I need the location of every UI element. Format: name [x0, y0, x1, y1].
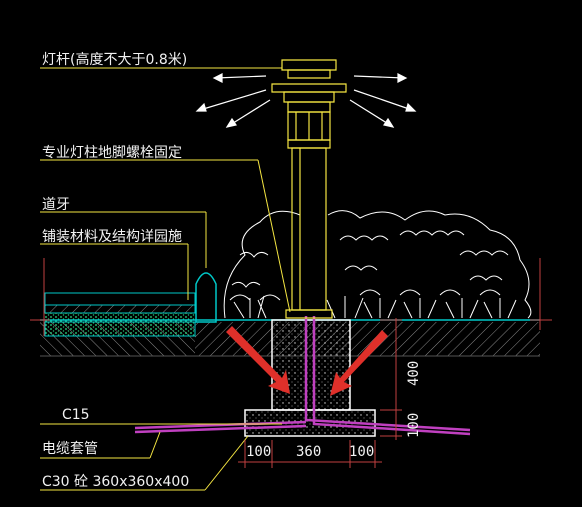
label-c30: C30 砼 360x360x400	[42, 474, 189, 490]
dim-base: 100	[406, 413, 422, 438]
lamp-post	[271, 59, 347, 319]
section-edges	[30, 258, 552, 336]
label-anchor-bolt: 专业灯柱地脚螺栓固定	[42, 145, 182, 161]
curb-stone	[195, 272, 217, 323]
label-paving: 铺装材料及结构详园施	[42, 229, 182, 245]
dim-middle: 360	[296, 444, 321, 460]
shrub-planting	[223, 210, 532, 319]
label-conduit: 电缆套管	[42, 441, 98, 457]
cable-conduit	[134, 316, 471, 436]
dim-left: 100	[246, 444, 271, 460]
dim-right: 100	[349, 444, 374, 460]
pointer-arrows	[226, 326, 388, 396]
label-curb: 道牙	[42, 197, 70, 213]
label-lamp-post: 灯杆(高度不大于0.8米)	[42, 51, 187, 68]
label-c15: C15	[62, 407, 90, 423]
leader-lines	[40, 67, 291, 491]
dim-height: 400	[406, 361, 422, 386]
light-rays	[195, 73, 417, 128]
dimension-lines	[238, 318, 402, 468]
